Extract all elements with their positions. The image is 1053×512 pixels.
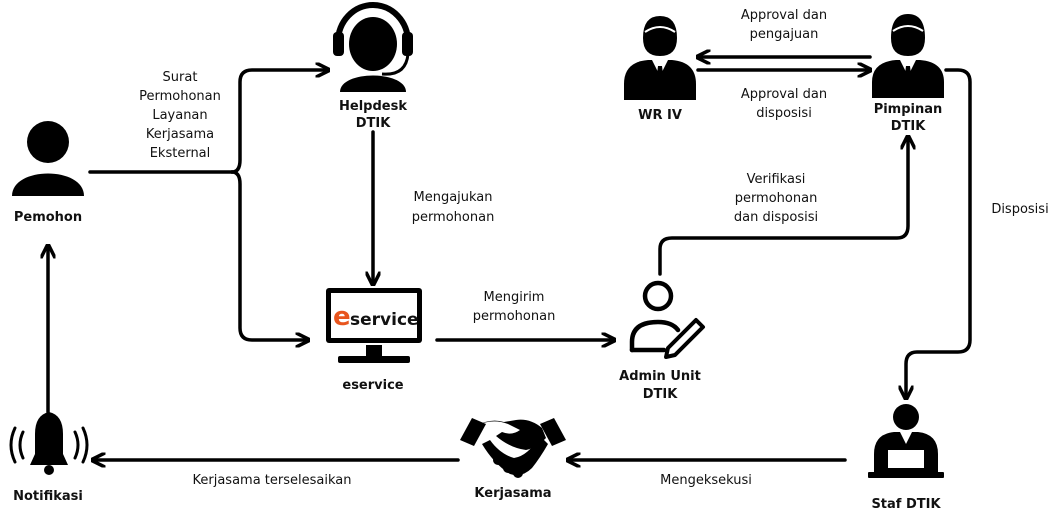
edge-label-surat-line3: Layanan — [152, 108, 207, 123]
wr-iv-label: WR IV — [638, 108, 682, 123]
eservice-monitor-icon: e service — [326, 288, 422, 363]
admin-unit-person-icon — [629, 280, 705, 359]
notification-bell-icon — [9, 412, 89, 475]
helpdesk-label-line2: DTIK — [356, 116, 391, 131]
edge-label-surat-line5: Eksternal — [150, 146, 211, 161]
edge-label-verifikasi-line3: dan disposisi — [734, 210, 818, 225]
edge-label-verifikasi-line1: Verifikasi — [747, 172, 806, 187]
pimpinan-label-line2: DTIK — [891, 119, 926, 134]
handshake-icon — [460, 418, 566, 478]
edge-label-surat-line2: Permohonan — [139, 89, 221, 104]
kerjasama-label: Kerjasama — [474, 486, 551, 501]
staf-label: Staf DTIK — [871, 497, 941, 512]
eservice-logo-e: e — [333, 302, 351, 332]
pemohon-person-icon — [12, 121, 84, 196]
edge-label-mengeksekusi: Mengeksekusi — [660, 473, 752, 488]
helpdesk-label-line1: Helpdesk — [339, 99, 407, 114]
edge-label-disposisi: Disposisi — [991, 202, 1048, 217]
edge-label-approval-disposisi-line2: disposisi — [756, 106, 812, 121]
admin-unit-label-line2: DTIK — [643, 387, 678, 402]
eservice-label: eservice — [342, 378, 403, 393]
edge-label-approval-disposisi-line1: Approval dan — [741, 87, 827, 102]
notifikasi-label: Notifikasi — [13, 489, 83, 504]
pimpinan-label-line1: Pimpinan — [874, 102, 943, 117]
wr-iv-businessman-icon — [624, 16, 696, 100]
edge-label-verifikasi-line2: permohonan — [735, 191, 818, 206]
arrow-pimpinan-to-staf — [906, 68, 972, 398]
edge-label-approval-pengajuan-line1: Approval dan — [741, 8, 827, 23]
eservice-logo-text: service — [350, 310, 419, 330]
pimpinan-businessman-icon — [872, 14, 944, 98]
arrow-to-helpdesk — [230, 70, 328, 174]
edge-label-mengajukan-line1: Mengajukan — [413, 190, 492, 205]
staf-desk-person-icon — [868, 404, 944, 478]
helpdesk-headset-icon — [333, 2, 413, 92]
edge-label-approval-pengajuan-line2: pengajuan — [750, 27, 819, 42]
edge-label-terselesaikan: Kerjasama terselesaikan — [193, 473, 352, 488]
edge-label-mengajukan-line2: permohonan — [412, 210, 495, 225]
edge-label-mengirim-line1: Mengirim — [484, 290, 545, 305]
admin-unit-label-line1: Admin Unit — [619, 369, 701, 384]
edge-label-mengirim-line2: permohonan — [473, 309, 556, 324]
edge-label-surat-line1: Surat — [163, 70, 198, 85]
edge-label-surat-line4: Kerjasama — [146, 127, 214, 142]
arrow-to-eservice — [230, 170, 308, 340]
arrow-admin-to-pimpinan — [658, 137, 908, 276]
pemohon-label: Pemohon — [14, 210, 82, 225]
